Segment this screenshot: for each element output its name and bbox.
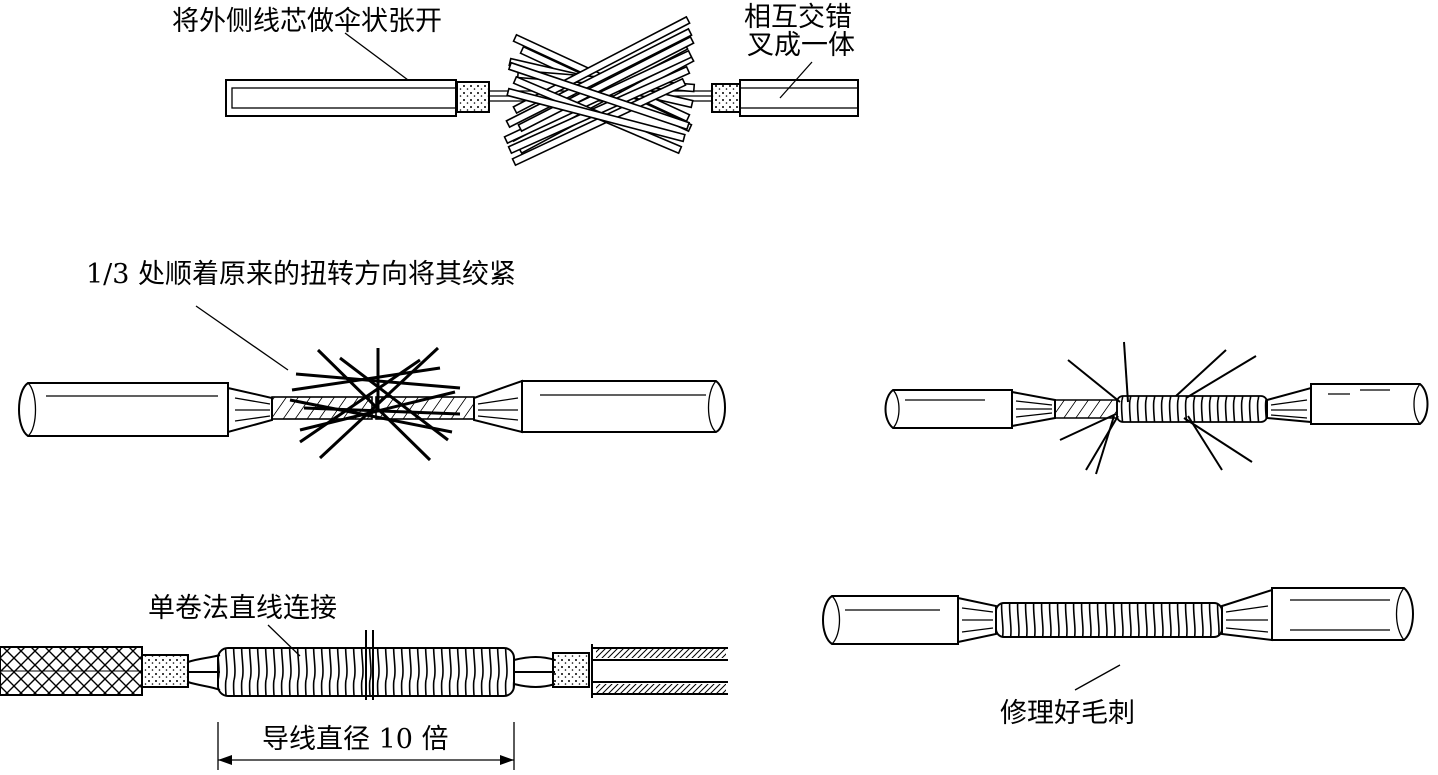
label-interleave-1: 相互交错 (744, 2, 852, 33)
strand (1123, 341, 1129, 403)
step2-twist-third: 1/3 处顺着原来的扭转方向将其绞紧 (18, 259, 726, 462)
strand (1067, 359, 1121, 403)
strand (507, 61, 691, 131)
left-cable (884, 389, 1056, 429)
strand (289, 398, 453, 434)
right-ferrule (711, 83, 741, 113)
strand (511, 77, 687, 167)
left-cable (18, 382, 273, 437)
strand (507, 65, 691, 155)
strand (299, 358, 421, 444)
right-insulated-wire (739, 79, 859, 117)
label-single-wrap: 单卷法直线连接 (148, 593, 337, 624)
left-ferrule (456, 81, 490, 113)
left-cable (822, 595, 997, 645)
wound-coils (995, 602, 1223, 638)
leader-twist (195, 305, 289, 371)
step4-single-wrap: 单卷法直线连接 导线直径 10 倍 (0, 593, 728, 770)
right-ferrule (552, 652, 590, 688)
step3-wrapping (884, 341, 1429, 475)
leader-interleave (779, 61, 813, 99)
spread-strands (503, 15, 696, 167)
label-twist-third: 1/3 处顺着原来的扭转方向将其绞紧 (86, 259, 516, 290)
left-cable-crosshatch (0, 646, 143, 696)
left-insulated-wire (225, 79, 457, 117)
radiating-strands (289, 346, 461, 462)
wound-coils (1116, 395, 1268, 423)
step5-finished-joint: 修理好毛刺 (822, 587, 1414, 729)
leader-umbrella (344, 32, 409, 81)
strand (316, 348, 432, 462)
right-cable (473, 379, 726, 434)
leader-single-wrap (267, 624, 301, 657)
leader-trim (1074, 664, 1121, 691)
step1-umbrella-spread: 将外侧线芯做伞状张开 相互交错 叉成一体 (172, 2, 859, 167)
strand (512, 15, 691, 115)
label-interleave-2: 叉成一体 (747, 30, 855, 61)
strand (1085, 415, 1119, 471)
strand (303, 406, 461, 416)
strand (1175, 349, 1227, 397)
left-ferrule (141, 654, 189, 688)
dimension-line (217, 722, 515, 770)
twisted-section (1054, 399, 1118, 419)
right-cable (1221, 587, 1414, 642)
loose-strand-ends (1059, 341, 1257, 475)
strand (506, 87, 686, 143)
label-trim-burrs: 修理好毛刺 (1000, 698, 1135, 729)
strand (1183, 417, 1253, 463)
right-split-strands (591, 644, 728, 698)
right-lead-strands (513, 656, 556, 688)
right-cable (1266, 383, 1429, 425)
strand (1059, 413, 1117, 441)
label-diameter-10x: 导线直径 10 倍 (262, 724, 449, 755)
strand (1185, 355, 1257, 399)
strand (1095, 415, 1115, 475)
left-lead-strands (187, 654, 221, 691)
label-umbrella: 将外侧线芯做伞状张开 (172, 6, 442, 37)
